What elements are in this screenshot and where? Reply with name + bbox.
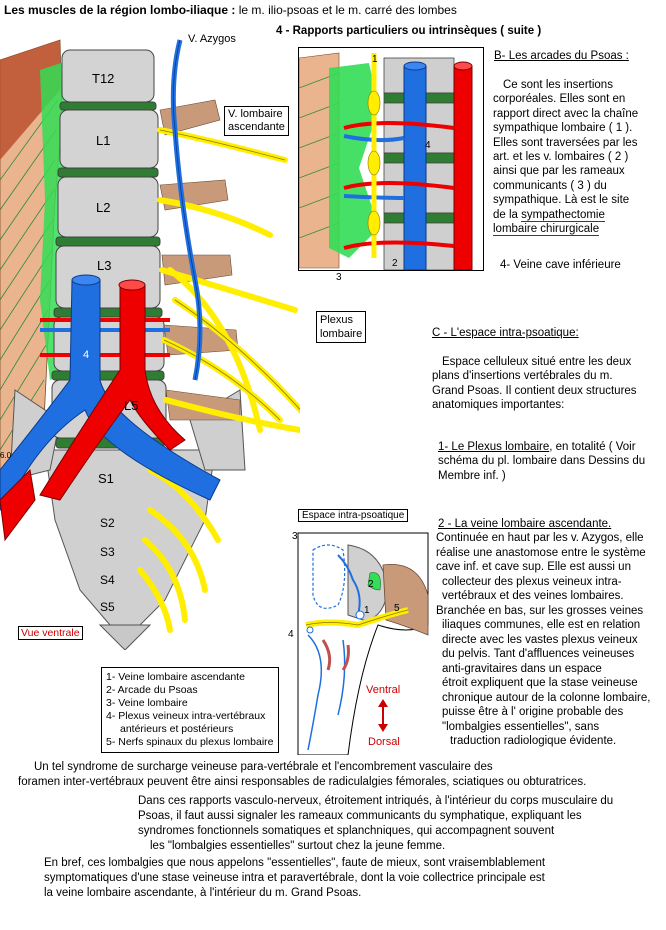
bottom-line: les "lombalgies essentielles" surtout ch… — [150, 840, 446, 852]
item2-line: cave inf. et cave sup. Elle est aussi un — [436, 561, 631, 573]
label-t12: T12 — [92, 71, 114, 86]
section-c-line: anatomiques importantes: — [432, 399, 565, 412]
section-c-heading: C - L'espace intra-psoatique: — [432, 327, 579, 339]
label-lombaire-ascendante: V. lombaire ascendante — [224, 106, 289, 136]
inset-num-1: 1 — [372, 54, 378, 65]
legend-item: 5- Nerfs spinaux du plexus lombaire — [106, 736, 274, 748]
bottom-line: syndromes fonctionnels somatiques et spl… — [138, 825, 555, 837]
label-ventral: Ventral — [366, 684, 400, 696]
label-plexus-lombaire: Plexus lombaire — [316, 311, 367, 343]
item1-line: Membre inf. ) — [438, 469, 506, 482]
highlight-sympathectomie: sympathectomie — [521, 208, 605, 222]
legend-item: antérieurs et postérieurs — [120, 723, 234, 735]
label-s4: S4 — [100, 573, 115, 587]
section-b-line: Ce sont les insertions — [503, 79, 613, 91]
section-b-note4: 4- Veine cave inférieure — [500, 259, 621, 271]
section-c-item2-title: 2 - La veine lombaire ascendante. — [438, 518, 612, 530]
vena-cava — [0, 279, 221, 511]
aorta — [39, 284, 186, 501]
label-l3: L3 — [97, 258, 111, 273]
section-b-line: corporéales. Elles sont en — [493, 93, 626, 106]
bottom-line: la veine lombaire ascendante, à l'intéri… — [44, 887, 362, 899]
bottom-line: Un tel syndrome de surcharge veineuse pa… — [34, 761, 493, 773]
section-b-line: sympathique. Là est le site — [493, 194, 630, 207]
item2-line: étroit expliquent que la stase veineuse — [442, 677, 638, 689]
label-azygos: V. Azygos — [188, 33, 236, 45]
label-vue-ventrale: Vue ventrale — [18, 626, 83, 640]
inset-diagram: 1 2 3 4 — [299, 52, 473, 270]
inset-figure: 1 2 3 4 — [298, 47, 484, 271]
item2-line: du pelvis. Tant d'affluences veineuses — [442, 648, 635, 660]
item2-line: chronique autour de la colonne lombaire, — [442, 691, 651, 704]
bottom-line: foramen inter-vertébraux peuvent être ai… — [18, 776, 587, 788]
section-c-item1: 1- Le Plexus lombaire, en totalité ( Voi… — [438, 440, 664, 483]
item2-line: vertébraux et des veines lombaires. — [442, 590, 624, 602]
space-figure-title: Espace intra-psoatique — [298, 509, 409, 522]
space-num-4: 4 — [288, 629, 294, 640]
section-c-line: plans d'insertions vertébrales du m. — [432, 370, 613, 383]
title-part1: Les muscles de la région lombo-iliaque : — [4, 3, 239, 17]
section-b-paragraph: Ce sont les insertions corporéales. Elle… — [493, 78, 663, 237]
label-l2: L2 — [96, 200, 110, 215]
item2-line: collecteur des plexus veineux intra- — [442, 575, 622, 588]
section-c-paragraph: Espace celluleux situé entre les deux pl… — [432, 355, 662, 413]
page-title: Les muscles de la région lombo-iliaque :… — [4, 3, 457, 17]
space-num-2: 2 — [368, 579, 374, 590]
item1-title: 1- Le Plexus lombaire — [438, 441, 550, 453]
label-vena-cava-num: 4 — [83, 349, 89, 361]
highlight-lombaire-chirurgicale: lombaire chirurgicale — [493, 223, 600, 237]
section-b-line: rapport direct avec la chaîne — [493, 107, 639, 120]
item2-line: anti-gravitaires dans un espace — [442, 662, 602, 675]
bottom-line: En bref, ces lombalgies que nous appelon… — [44, 857, 546, 869]
space-num-3: 3 — [292, 531, 298, 542]
bottom-line: Dans ces rapports vasculo-nerveux, étroi… — [138, 795, 614, 807]
item1-line: schéma du pl. lombaire dans Dessins du — [438, 455, 646, 468]
label-s1: S1 — [98, 471, 114, 486]
inset-num-2: 2 — [392, 258, 398, 269]
item2-line: "lombalgies essentielles", sans — [442, 720, 600, 733]
section-b-line: communicants ( 3 ) du — [493, 179, 607, 192]
item2-line: directe avec les vastes plexus veineux — [442, 633, 638, 646]
section-b-line: ainsi que par les rameaux — [493, 165, 625, 178]
item1-rest: , en totalité ( Voir — [549, 441, 636, 453]
bottom-line: symptomatiques d'une stase veineuse intr… — [44, 872, 545, 884]
main-anatomy-figure: T12 L1 L2 L3 L5 S1 S2 S3 S4 S5 4 6.0 — [0, 39, 300, 650]
section-b-line: art. et les v. lombaires ( 2 ) — [493, 151, 629, 164]
section-b-line: Elles sont traversées par les — [493, 136, 638, 149]
section-b-line: sympathique lombaire ( 1 ). — [493, 122, 633, 135]
label-s5: S5 — [100, 600, 115, 614]
inset-num-3-outside: 3 — [336, 272, 342, 283]
section-c-line: Grand Psoas. Il contient deux structures — [432, 384, 637, 397]
label-6: 6.0 — [0, 451, 12, 460]
label-l1: L1 — [96, 133, 110, 148]
legend-box: 1- Veine lombaire ascendante 2- Arcade d… — [101, 667, 279, 753]
section-c-item2: Continuée en haut par les v. Azygos, ell… — [436, 531, 664, 749]
inset-num-4: 4 — [425, 140, 431, 151]
label-l5: L5 — [124, 398, 138, 413]
label-s3: S3 — [100, 545, 115, 559]
section-subtitle: 4 - Rapports particuliers ou intrinsèque… — [276, 25, 542, 37]
legend-item: 1- Veine lombaire ascendante — [106, 671, 245, 683]
item2-line: puisse être à l' origine probable des — [442, 706, 624, 718]
item2-line: réalise une anastomose entre le système — [436, 546, 646, 559]
section-c-line: Espace celluleux situé entre les deux — [442, 356, 632, 368]
legend-item: 2- Arcade du Psoas — [106, 684, 198, 696]
space-num-1: 1 — [364, 605, 370, 616]
space-num-5: 5 — [394, 603, 400, 614]
item2-line: Branchée en bas, sur les grosses veines — [436, 604, 644, 617]
section-b-heading: B- Les arcades du Psoas : — [494, 50, 629, 62]
item2-line: traduction radiologique évidente. — [450, 735, 617, 747]
coccyx — [98, 624, 152, 650]
label-dorsal: Dorsal — [368, 736, 400, 748]
section-b-line: de la — [493, 208, 522, 221]
space-figure: 3 2 1 5 4 Ventral Dorsal — [288, 531, 429, 755]
bottom-line: Psoas, il faut aussi signaler les rameau… — [138, 810, 582, 822]
title-part2: le m. ilio-psoas et le m. carré des lomb… — [238, 3, 457, 17]
item2-line: iliaques communes, elle est en relation — [442, 619, 641, 631]
legend-item: 4- Plexus veineux intra-vertébraux — [106, 710, 266, 722]
legend-item: 3- Veine lombaire — [106, 697, 188, 709]
item2-line: Continuée en haut par les v. Azygos, ell… — [436, 532, 644, 544]
label-s2: S2 — [100, 516, 115, 530]
